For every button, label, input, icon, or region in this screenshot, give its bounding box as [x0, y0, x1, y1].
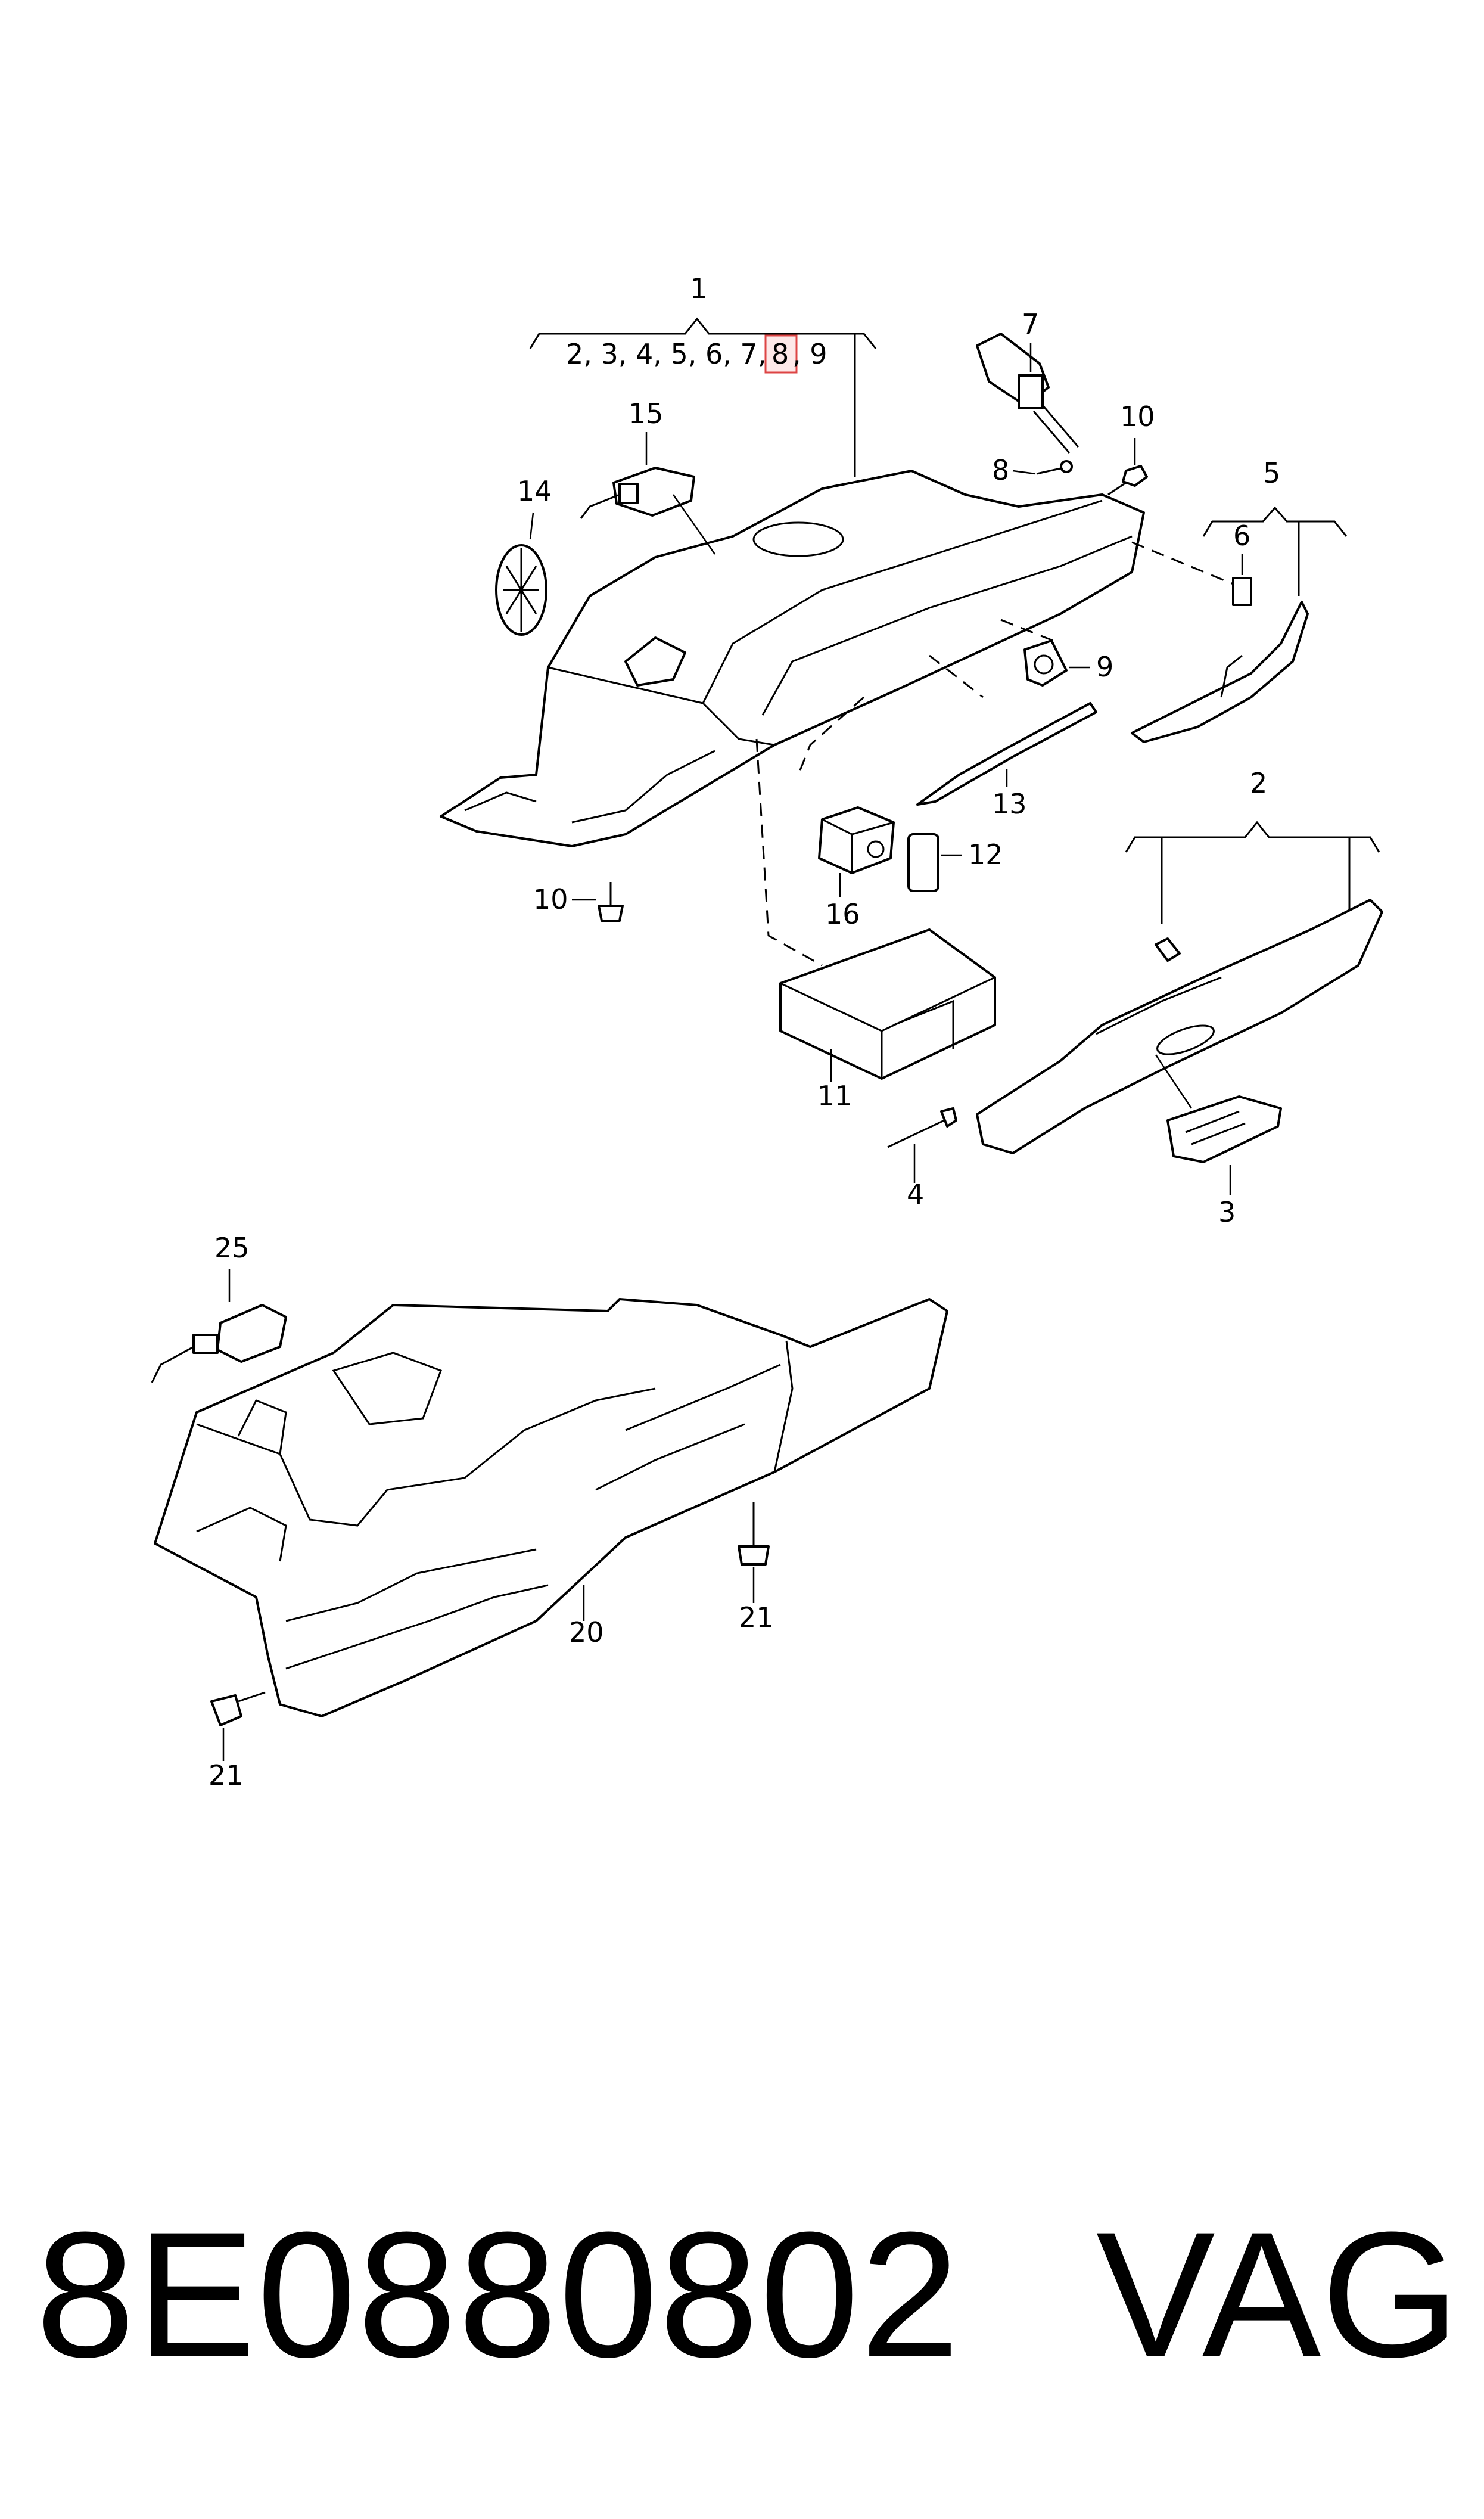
- leader-dashed-16: [797, 696, 864, 775]
- callout-21-left: 21: [209, 1759, 244, 1791]
- bolt-part-21-left: [210, 1691, 266, 1726]
- callout-8: 8: [992, 454, 1009, 486]
- highlight-box-8: [764, 334, 798, 374]
- callout-1-list-highlight: 8: [771, 338, 789, 370]
- callout-15: 15: [629, 397, 664, 430]
- callout-6: 6: [1233, 520, 1250, 552]
- parts-diagram: 1 2, 3, 4, 5, 6, 7, 8 , 9 14 15 7: [151, 272, 1383, 1791]
- leader-dashed-9: [1000, 619, 1061, 645]
- callout-12: 12: [968, 838, 1003, 871]
- callout-7: 7: [1022, 308, 1039, 340]
- trim-part-5: [1131, 601, 1309, 743]
- callout-16: 16: [825, 898, 860, 930]
- latch-part-3: [1166, 1095, 1282, 1163]
- callout-1-list-end: , 9: [792, 338, 827, 370]
- bolt-part-10-top: [1107, 465, 1148, 496]
- callout-20: 20: [569, 1616, 604, 1648]
- tray-part-11: [779, 928, 996, 1080]
- glove-box-housing: [440, 470, 1145, 847]
- callout-14: 14: [517, 475, 552, 507]
- group-5-bracket: [1202, 506, 1348, 537]
- callout-9: 9: [1096, 651, 1113, 683]
- callout-10-bottom: 10: [533, 883, 568, 915]
- callout-5: 5: [1263, 457, 1280, 489]
- bolt-part-10-bottom: [598, 882, 624, 922]
- lower-panel-part-20: [154, 1298, 948, 1717]
- leader-dashed-5: [1131, 541, 1234, 585]
- group-1-bracket: [529, 317, 877, 477]
- callout-11: 11: [817, 1080, 853, 1112]
- callout-1-list: 2, 3, 4, 5, 6, 7,: [566, 338, 766, 370]
- callout-3: 3: [1218, 1196, 1236, 1228]
- damper-part-7: [976, 333, 1079, 454]
- lid-part-2: [976, 899, 1383, 1154]
- leader-dashed-13: [929, 654, 984, 698]
- callout-2: 2: [1250, 767, 1267, 799]
- clip-part-6: [1232, 577, 1252, 606]
- callout-4: 4: [907, 1178, 924, 1210]
- bolt-part-21-right: [738, 1502, 770, 1566]
- sensor-part-25: [151, 1304, 287, 1383]
- callout-21-right: 21: [739, 1601, 774, 1633]
- cover-part-12: [907, 833, 939, 892]
- callout-1: 1: [690, 272, 707, 305]
- callout-25: 25: [214, 1232, 250, 1264]
- callout-10-top: 10: [1120, 400, 1155, 433]
- switch-part-9: [1023, 639, 1068, 687]
- sensor-part-15: [580, 467, 695, 519]
- brand-name: VAG: [1096, 2194, 1460, 2394]
- switch-part-16: [818, 806, 895, 874]
- air-vent-part-14: [495, 544, 547, 636]
- group-2-bracket: [1125, 821, 1380, 853]
- strip-part-13: [916, 702, 1097, 806]
- screw-part-8: [1036, 460, 1073, 475]
- callout-13: 13: [992, 788, 1027, 820]
- part-number: 8E0880802: [36, 2194, 961, 2394]
- leader-dashed-11: [755, 738, 823, 967]
- pin-part-4: [887, 1107, 957, 1148]
